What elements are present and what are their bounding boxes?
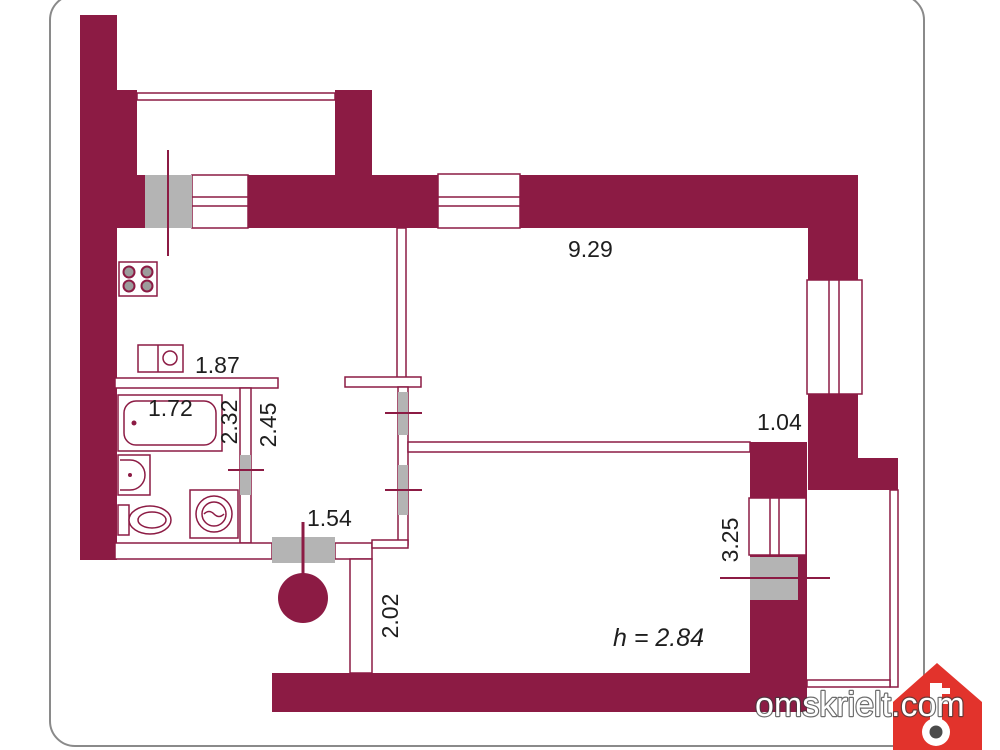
stove-icon	[118, 261, 158, 297]
bathtub-icon	[117, 394, 223, 452]
balcony-door	[720, 557, 830, 600]
stove-burner	[122, 279, 136, 293]
wall-segment	[858, 458, 898, 490]
dimension-label: 9.29	[568, 236, 613, 262]
partition-wall	[334, 542, 373, 560]
toilet-tank	[117, 504, 130, 536]
kitchen-sink-icon	[137, 344, 184, 373]
plan-frame	[49, 0, 925, 747]
wall-segment	[272, 673, 807, 712]
dimension-label: 2.02	[377, 594, 403, 639]
entrance-marker-dot	[278, 573, 328, 623]
key-hole	[929, 725, 943, 739]
toilet-seat	[137, 511, 167, 529]
window-frame	[437, 173, 521, 229]
ceiling-height-label: h = 2.84	[613, 624, 704, 652]
bathroom-fixtures	[117, 394, 239, 539]
key-tooth	[942, 699, 948, 704]
window	[748, 497, 807, 556]
key-icon	[922, 683, 950, 746]
interior-door	[385, 465, 422, 515]
toilet-icon	[117, 504, 172, 536]
partition-wall	[396, 227, 407, 379]
dimension-label: 1.04	[757, 409, 802, 435]
windows	[191, 173, 863, 556]
window-frame	[191, 174, 249, 229]
balcony-railing	[889, 489, 899, 688]
partition-wall	[407, 441, 751, 453]
window-frame	[806, 279, 863, 395]
key-shaft	[930, 683, 942, 723]
site-watermark: omskrielt.com	[755, 686, 965, 724]
partition-wall	[114, 377, 279, 389]
dimension-label: 2.45	[255, 403, 281, 448]
entrance-marker	[278, 522, 328, 623]
dimension-label: 1.54	[307, 505, 352, 531]
washbasin-icon	[117, 454, 151, 496]
window	[191, 174, 249, 229]
partition-wall	[349, 558, 373, 674]
dimension-label: 1.87	[195, 352, 240, 378]
kitchen-fixtures	[118, 261, 184, 373]
wall-segment	[335, 90, 372, 176]
stove-body	[118, 261, 158, 297]
stove-burner	[140, 279, 154, 293]
balcony-door	[145, 150, 192, 256]
door-opening	[240, 455, 251, 495]
sink-bowl	[162, 350, 178, 366]
balcony-railings	[136, 92, 899, 688]
stove-burner	[140, 265, 154, 279]
bathroom-door	[228, 455, 264, 495]
key-tooth	[942, 688, 950, 694]
washing-machine-icon	[189, 489, 239, 539]
partition-wall	[371, 539, 409, 549]
wall-segment	[115, 90, 137, 176]
balcony-railing	[136, 92, 336, 101]
washbasin-drain	[128, 473, 132, 477]
dimension-labels: 9.29 1.87 1.72 2.32 2.45 1.04 1.54 3.25 …	[148, 236, 802, 638]
bathtub-inner	[123, 400, 217, 446]
bathtub-drain	[131, 420, 137, 426]
partition-wall	[344, 376, 422, 388]
window	[806, 279, 863, 395]
interior-door	[385, 392, 422, 435]
washbasin-bowl	[120, 459, 146, 491]
window	[437, 173, 521, 229]
dimension-label: 2.32	[216, 400, 242, 445]
washing-machine-wave	[203, 510, 225, 518]
dimension-label: 1.72	[148, 395, 193, 421]
stove-burner	[122, 265, 136, 279]
window-frame	[748, 497, 807, 556]
balcony-railing	[806, 679, 891, 688]
partition-wall	[114, 542, 273, 560]
dimension-label: 3.25	[717, 518, 743, 563]
wall-segment	[80, 15, 117, 560]
brand-logo	[893, 663, 982, 750]
